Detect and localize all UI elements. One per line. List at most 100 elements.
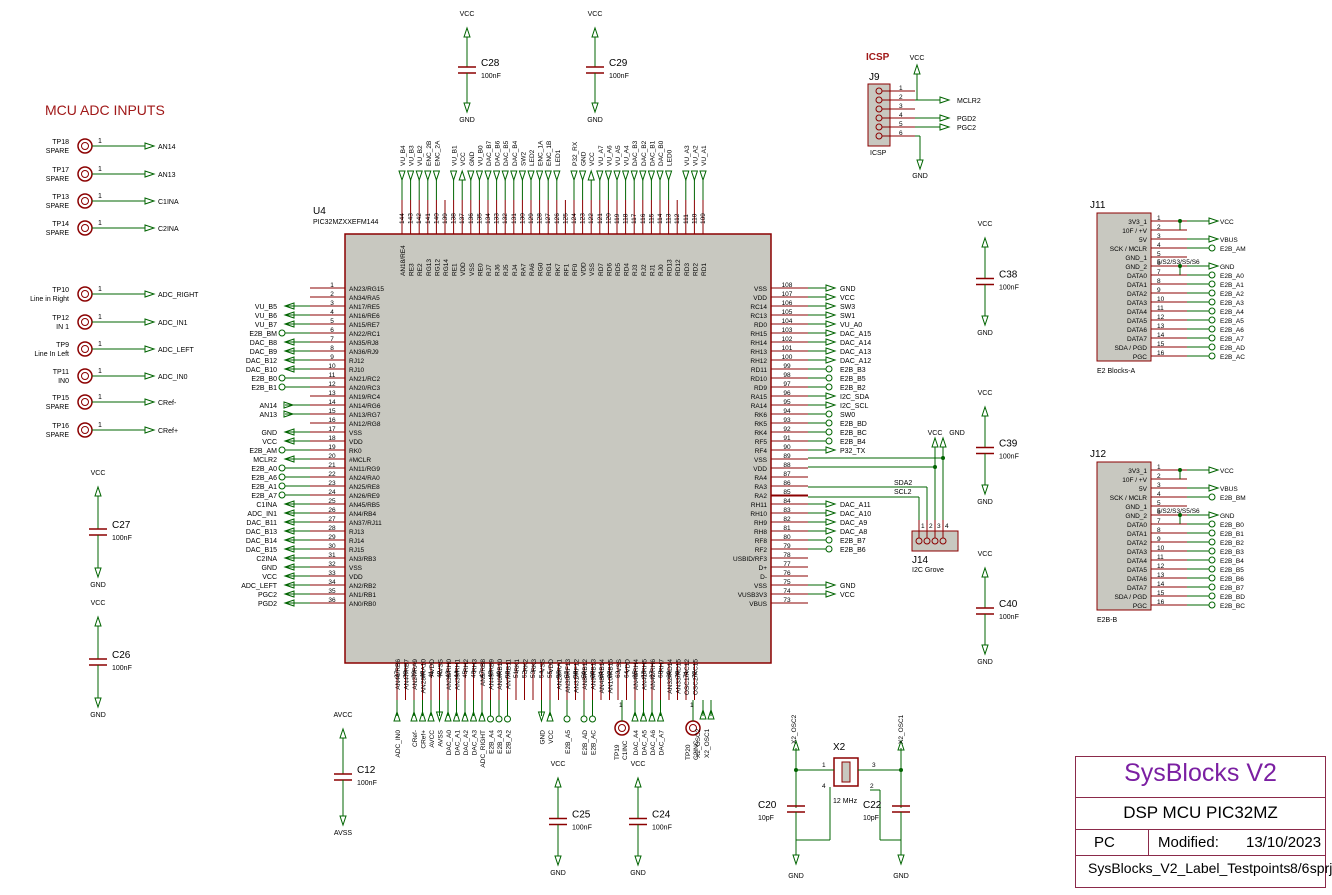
net-arrow — [283, 356, 295, 364]
pin-number: 47 — [479, 670, 486, 678]
net-label: VU_A6 — [606, 145, 613, 166]
net-bubble — [825, 410, 833, 418]
pin-name: RK0 — [349, 448, 362, 455]
testpoint-desc: SPARE — [46, 176, 70, 183]
pin-number: 130 — [519, 213, 526, 224]
pin-name: RC14 — [750, 304, 767, 311]
net-bubble — [1208, 538, 1216, 546]
pin-name: DATA4 — [1127, 309, 1147, 316]
supply-label: VCC — [91, 470, 106, 477]
pin-number: 56 — [556, 670, 563, 678]
pin-number: 126 — [554, 213, 561, 224]
net-label: DAC_B14 — [246, 538, 277, 545]
pin-number: 3 — [899, 103, 903, 110]
pin-number: 66 — [641, 670, 648, 678]
net-label: DAC_B0 — [658, 140, 665, 166]
pin-name: RD11 — [751, 367, 768, 374]
pin-number: 129 — [528, 213, 535, 224]
net-arrow — [283, 527, 295, 535]
net-label: I2C_SCL — [840, 403, 869, 410]
net-arrow — [501, 170, 509, 182]
net-bubble — [825, 437, 833, 445]
net-label: VBUS — [1220, 237, 1238, 244]
pin-name: RH15 — [750, 331, 767, 338]
pin-number: 23 — [328, 480, 336, 487]
pin-number: 8 — [1157, 278, 1161, 285]
pin-name: RD5 — [615, 263, 622, 276]
supply-arrow — [339, 727, 347, 739]
net-label: GND — [261, 430, 277, 437]
pin-name: DATA3 — [1127, 300, 1147, 307]
net-label: E2B_B0 — [1220, 522, 1244, 529]
net-label: DAC_A3 — [472, 730, 479, 756]
pin-number: 33 — [328, 570, 336, 577]
net-label: CRef- — [412, 730, 419, 747]
net-arrow — [144, 318, 156, 326]
net-label: DAC_B9 — [250, 349, 277, 356]
net-arrow — [283, 563, 295, 571]
net-label: DAC_B11 — [246, 520, 277, 527]
net-label: E2B_A2 — [506, 730, 513, 754]
net-label: AN13 — [259, 412, 277, 419]
pin-number: 96 — [783, 390, 791, 397]
net-arrow — [553, 170, 561, 182]
pin-number: 62 — [607, 670, 614, 678]
net-label: C2INC — [693, 740, 700, 760]
net-label: AN13 — [158, 172, 176, 179]
net-bubble — [1208, 493, 1216, 501]
net-label: E2B_B4 — [840, 439, 866, 446]
pin-name: RJ4 — [512, 264, 519, 276]
net-arrow — [283, 455, 295, 463]
pin-name: RJ10 — [349, 367, 365, 374]
testpoint-core — [81, 197, 89, 205]
pin-name: AN40/RH4 — [633, 659, 640, 690]
net-arrow — [647, 170, 656, 182]
pin-name: AN45/RB5 — [349, 502, 380, 509]
pin-name: AN37/RJ11 — [349, 520, 382, 527]
net-label: E2B_B6 — [840, 547, 866, 554]
pin-name: VSS — [469, 262, 476, 276]
pin-number: 65 — [632, 670, 639, 678]
net-label: ADC_LEFT — [241, 583, 278, 590]
pin-name: RK4 — [754, 430, 767, 437]
net-label: X2_OSC1 — [898, 714, 905, 744]
net-arrow — [648, 710, 656, 722]
net-arrow — [283, 365, 295, 373]
pin-number: 41 — [428, 670, 435, 678]
net-arrow — [406, 170, 415, 182]
net-arrow — [283, 500, 295, 508]
capacitor-ref: C40 — [999, 599, 1018, 610]
net-arrow — [939, 96, 951, 104]
testpoint-ref: TP13 — [52, 194, 69, 201]
net-arrow — [144, 345, 156, 353]
pin-number: 1 — [98, 138, 102, 145]
net-label: E2B_AM — [249, 448, 277, 455]
pin-name: RF2 — [755, 547, 768, 554]
pin-name: GND_1 — [1125, 504, 1147, 511]
pin-name: #MCLR — [349, 457, 371, 464]
capacitor-ref: C29 — [609, 58, 628, 69]
pin-name: RA3 — [754, 484, 767, 491]
net-label: E2B_A5 — [565, 730, 572, 754]
testpoint-ref: TP14 — [52, 221, 69, 228]
net-label: E2B_A0 — [251, 466, 277, 473]
pin-name: RA14 — [751, 403, 768, 410]
net-arrow — [283, 581, 295, 589]
pin-name: AN38/RH0 — [446, 659, 453, 690]
net-label: E2B_A6 — [1220, 327, 1244, 334]
supply-label: VCC — [631, 761, 646, 768]
net-bubble — [1208, 244, 1216, 252]
net-label: DAC_A8 — [840, 529, 867, 536]
testpoint-desc: Line In Left — [34, 351, 69, 358]
pin-number: 80 — [783, 534, 791, 541]
icsp-ref: J9 — [869, 72, 880, 83]
net-arrow — [418, 710, 427, 722]
net-label: DAC_B10 — [246, 367, 277, 374]
pin-name: VBUS — [749, 601, 767, 608]
pin-name: AN46/RB6 — [395, 659, 402, 690]
net-label: GND — [469, 151, 476, 166]
pin-number: 46 — [471, 670, 478, 678]
testpoint-ring — [77, 368, 93, 384]
net-label: SCL2 — [894, 489, 912, 496]
net-label: LED0 — [667, 149, 674, 166]
